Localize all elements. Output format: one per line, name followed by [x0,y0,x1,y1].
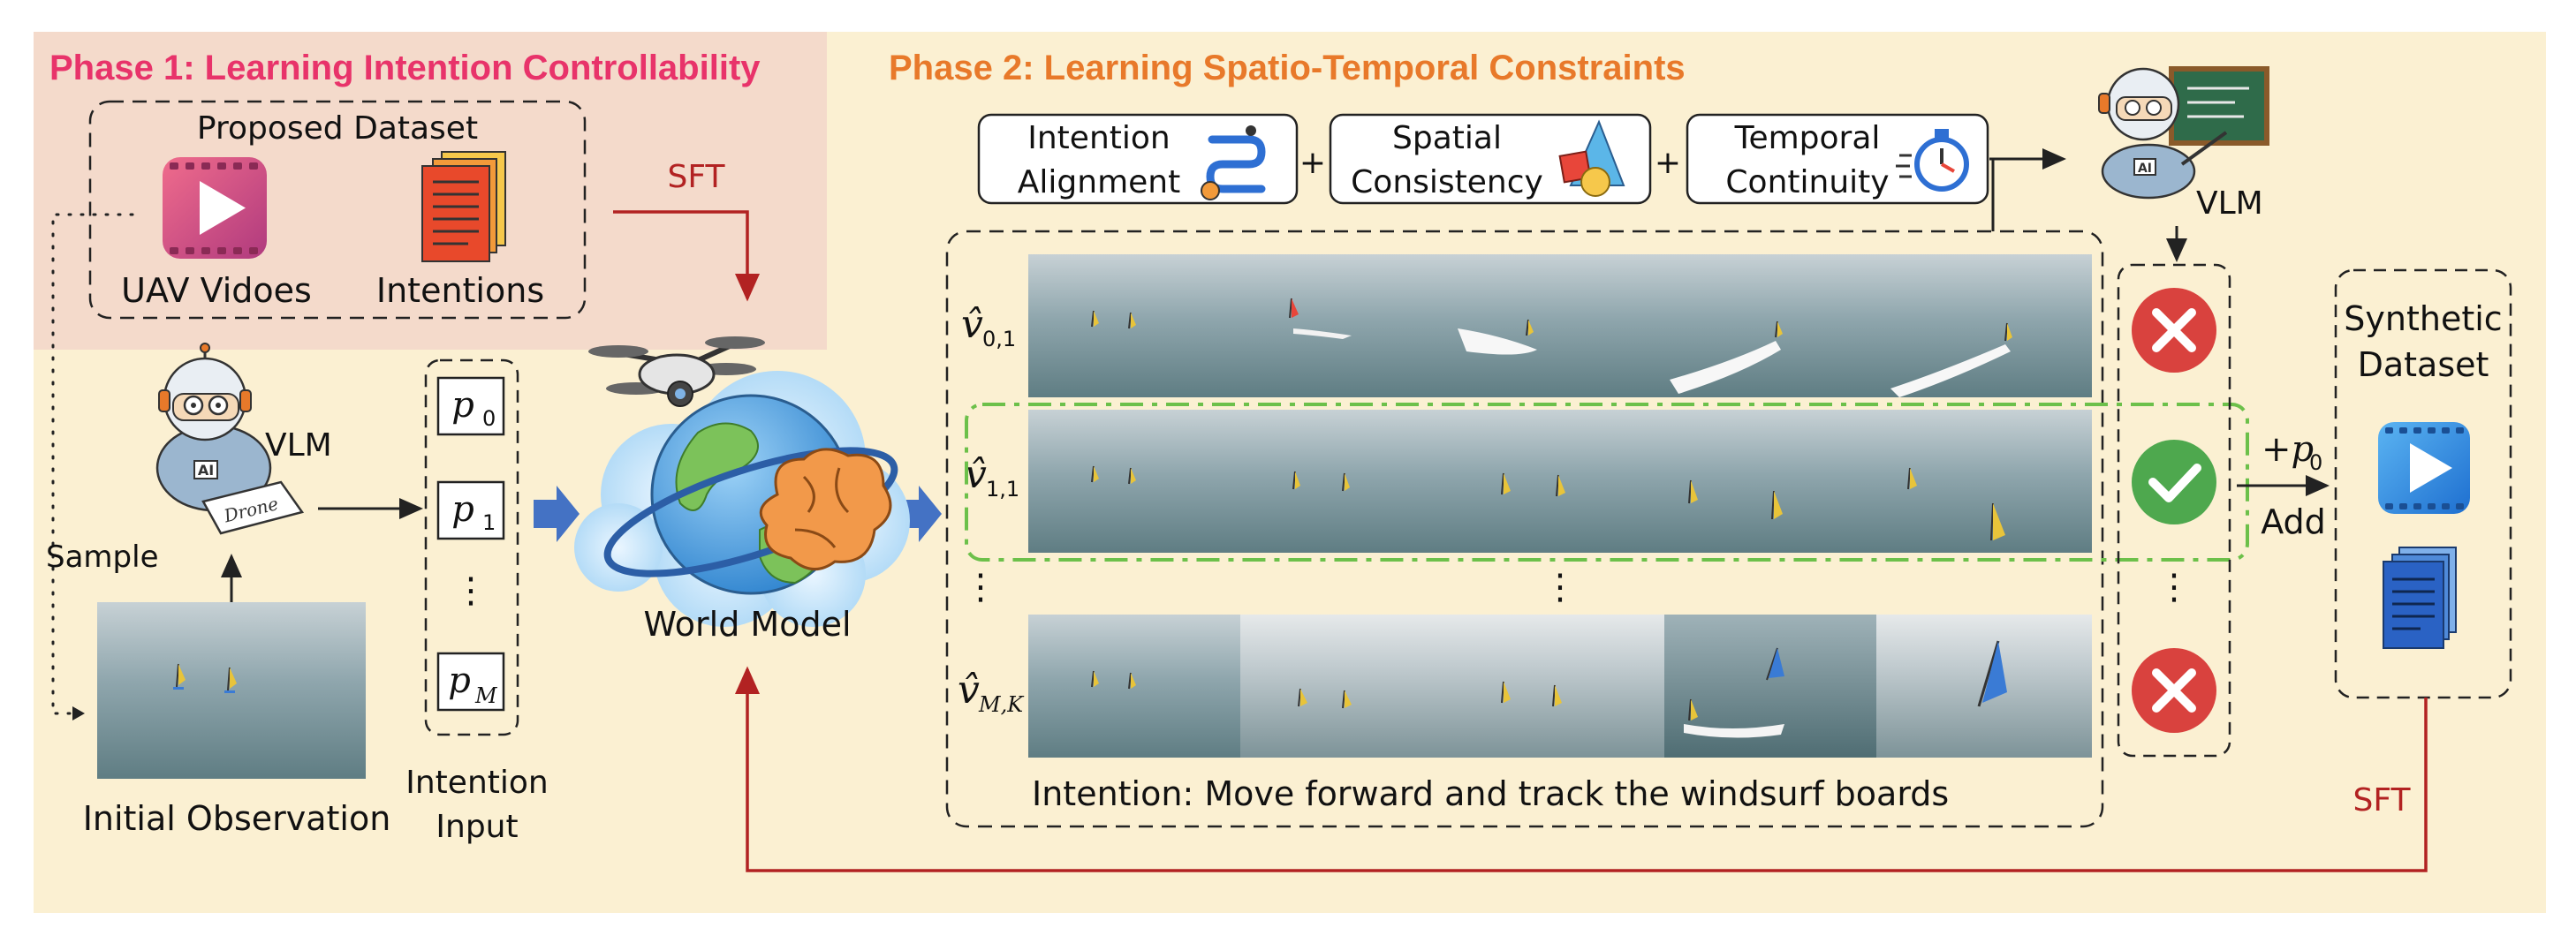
frame-row0-3 [1452,254,1664,397]
reject-icon-2 [2132,648,2216,733]
frame-row2-5 [1876,615,2092,758]
phase2-title: Phase 2: Learning Spatio-Temporal Constr… [889,49,1686,87]
drone-icon [588,336,765,407]
sft-top-arrow [613,210,760,302]
accept-icon [2132,440,2216,524]
intention-input-label-1: Intention [405,765,548,801]
synthetic-dataset-box [2334,268,2512,699]
svg-text:1,1: 1,1 [986,477,1019,502]
reject-icon-1 [2132,288,2216,373]
uav-videos-label: UAV Vidoes [121,271,312,310]
svg-text:0,1: 0,1 [982,327,1016,351]
proposed-dataset-title: Proposed Dataset [197,110,478,147]
input-to-world-arrow [534,486,580,542]
verdicts-box [2117,263,2231,758]
vlm-robot-left: AI [155,343,272,512]
frame-row1-1 [1028,410,1240,553]
sft-bottom-label: SFT [2353,782,2412,819]
verdicts-ellipsis: ⋮ [2156,567,2192,607]
geometry-icon [1558,119,1625,197]
svg-text:Spatial: Spatial [1392,120,1502,156]
add-p0-label: +p 0 [2262,429,2322,475]
intention-p0: p 0 [436,376,505,436]
svg-text:0: 0 [482,406,496,431]
row-label-2: v̂ M,K [958,668,1025,717]
frame-row2-2 [1240,615,1452,758]
world-model-label: World Model [643,605,851,644]
svg-text:v̂: v̂ [965,452,987,497]
constraint-intention-alignment: Intention Alignment [977,113,1299,205]
synthetic-documents-icon [2383,547,2457,649]
intention-pm: p M [436,652,505,712]
phase1-title: Phase 1: Learning Intention Controllabil… [49,49,761,87]
svg-text:M,K: M,K [978,692,1025,717]
frame-row1-3 [1452,410,1664,553]
svg-text:Consistency: Consistency [1351,164,1543,200]
route-icon [1201,125,1266,200]
sample-arrowhead [72,706,85,720]
vlm-robot-right: AI [2098,66,2269,200]
documents-icon [421,151,506,262]
svg-text:0: 0 [2309,450,2322,475]
ai-badge-right: AI [2138,162,2152,176]
vlm-right-label: VLM [2196,185,2263,222]
svg-text:p: p [451,489,474,530]
sample-path [51,213,134,715]
frame-row2-4 [1664,615,1876,758]
intention-ellipsis: ⋮ [453,570,489,611]
sample-label: Sample [46,539,158,575]
svg-text:p: p [451,385,474,426]
sft-feedback-arrow [735,666,2428,872]
intention-caption: Intention: Move forward and track the wi… [1032,774,1949,813]
synthetic-dataset-label-1: Synthetic [2344,299,2502,338]
constraint-spatial-consistency: Spatial Consistency [1329,113,1652,205]
svg-text:1: 1 [482,510,496,535]
proposed-dataset-box [88,100,587,320]
sft-top-label: SFT [668,159,726,195]
svg-text:Continuity: Continuity [1725,164,1889,200]
initial-observation-image [97,602,366,779]
svg-text:Alignment: Alignment [1018,164,1180,200]
frame-row1-4 [1664,410,1876,553]
ai-badge: AI [198,462,214,479]
world-model-illustration [574,336,910,627]
stopwatch-icon [1896,129,1969,192]
intention-input-label-2: Input [436,809,518,845]
drone-note: Drone [201,480,305,535]
brain-icon [759,448,892,570]
frame-row0-2 [1240,254,1452,397]
frame-row1-5 [1876,410,2092,553]
svg-text:v̂: v̂ [961,302,983,347]
video-icon [163,157,267,259]
svg-text:v̂: v̂ [958,668,980,713]
plus-1: + [1299,145,1326,181]
svg-text:p: p [448,660,471,701]
add-label: Add [2261,502,2326,541]
svg-text:M: M [474,683,498,708]
svg-text:Temporal: Temporal [1734,120,1881,156]
svg-text:+p: +p [2262,429,2314,470]
rows-ellipsis-left: ⋮ [963,567,998,607]
frame-row1-2 [1240,410,1452,553]
constraint-temporal-continuity: Temporal Continuity [1686,113,1989,205]
row-label-0: v̂ 0,1 [961,302,1016,351]
synthetic-dataset-label-2: Dataset [2358,345,2489,384]
rollouts-box [945,230,2104,828]
rows-ellipsis-center: ⋮ [1542,567,1578,607]
frame-row2-1 [1028,615,1240,758]
frame-row0-1 [1028,254,1240,397]
intentions-label: Intentions [376,271,544,310]
vlm-left-label: VLM [265,427,332,464]
svg-text:Intention: Intention [1027,120,1170,156]
initial-observation-label: Initial Observation [83,799,391,838]
frame-row2-3 [1452,615,1664,758]
frame-row0-5 [1876,254,2092,397]
intention-p1: p 1 [436,480,505,540]
synthetic-video-icon [2378,422,2470,514]
accepted-row-highlight [965,403,2249,562]
plus-2: + [1655,145,1681,181]
row-label-1: v̂ 1,1 [965,452,1019,502]
frame-row0-4 [1664,254,1876,397]
intention-input-box [424,358,519,736]
